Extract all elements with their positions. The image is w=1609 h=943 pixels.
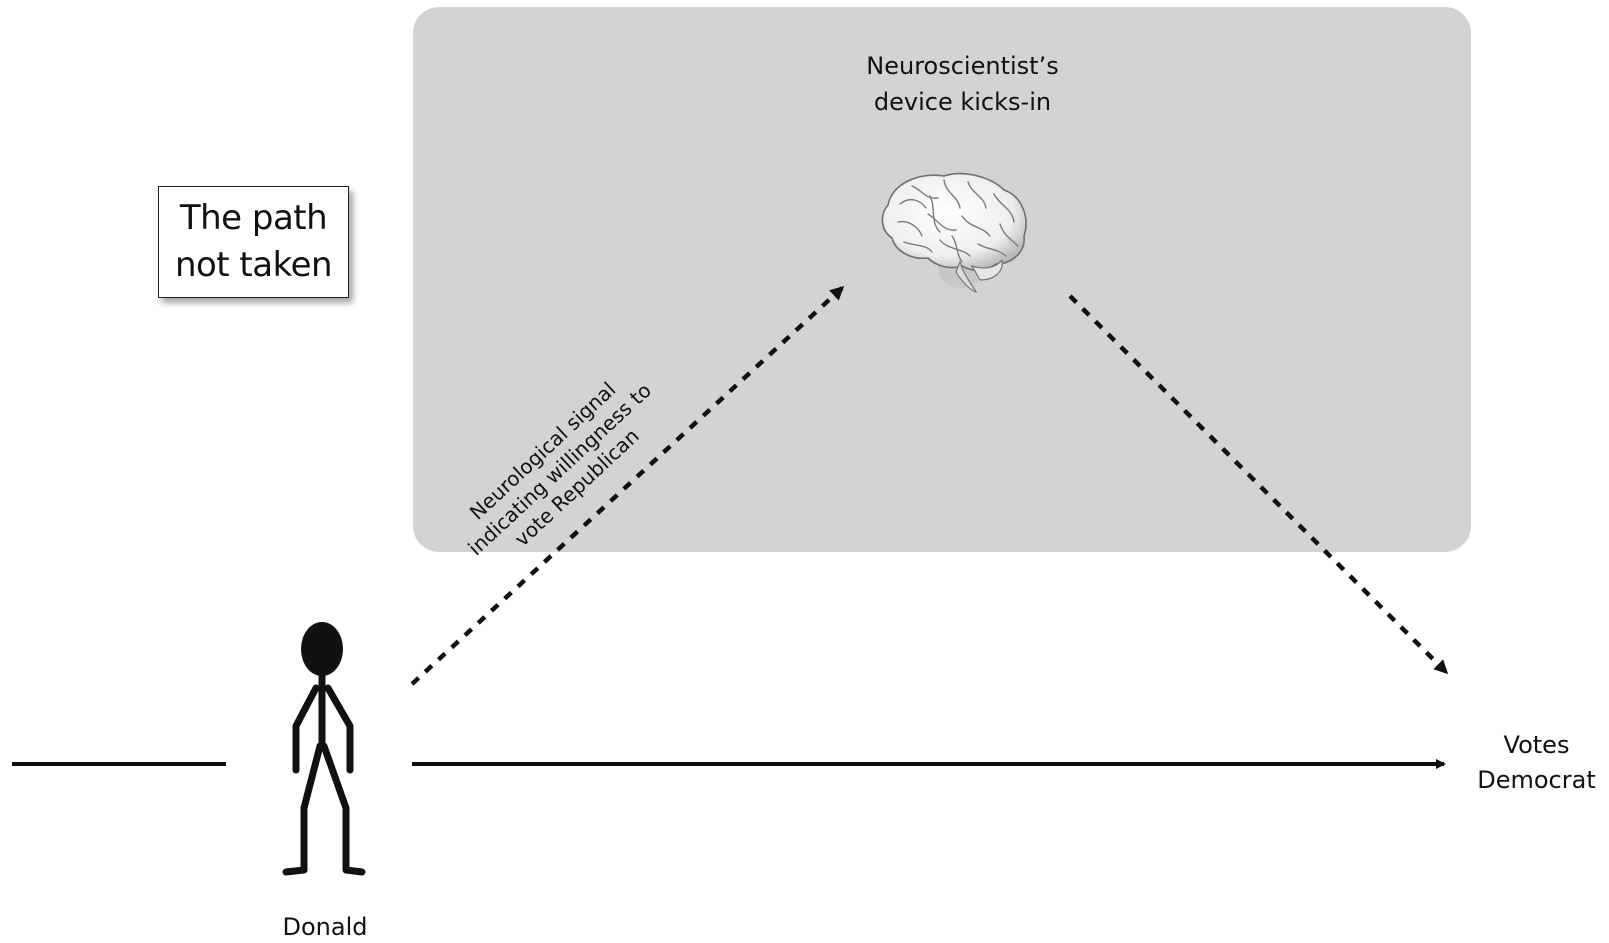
outcome-label: Votes Democrat <box>1464 728 1609 798</box>
outcome-label-line-2: Democrat <box>1477 766 1596 794</box>
device-label-line-2: device kicks-in <box>873 88 1052 116</box>
person-label: Donald <box>282 913 368 941</box>
outcome-label-line-1: Votes <box>1503 731 1570 759</box>
signal-dashed-arrow <box>410 285 845 686</box>
device-output-dashed-arrow <box>1068 294 1449 675</box>
stick-figure-icon <box>282 622 366 876</box>
title-line-1: The path <box>179 198 328 238</box>
device-label: Neuroscientist’s device kicks-in <box>820 48 1105 120</box>
brain-icon <box>881 172 1027 294</box>
title-box: The path not taken <box>158 186 349 298</box>
title-line-2: not taken <box>174 245 333 285</box>
device-label-line-1: Neuroscientist’s <box>866 52 1059 80</box>
